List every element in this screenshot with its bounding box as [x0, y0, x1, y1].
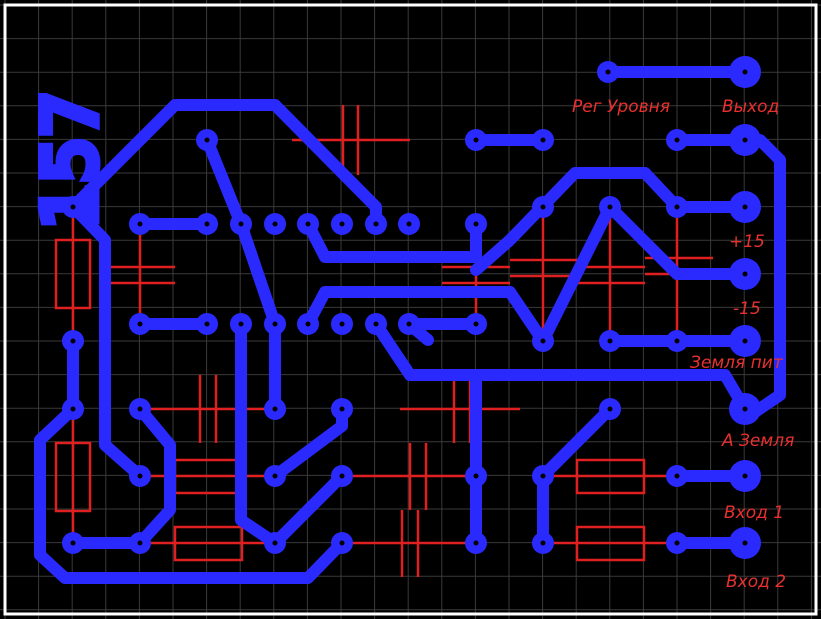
pad-hole: [540, 204, 546, 210]
pad-hole: [272, 540, 278, 546]
pad-hole: [204, 321, 210, 327]
pad-hole: [473, 221, 479, 227]
pad-hole: [137, 321, 143, 327]
pad-hole: [742, 271, 748, 277]
pad-hole: [742, 540, 748, 546]
pad-hole: [339, 321, 345, 327]
pad-hole: [137, 221, 143, 227]
pad-hole: [339, 473, 345, 479]
pad-hole: [540, 540, 546, 546]
pad-hole: [742, 204, 748, 210]
pad-hole: [373, 321, 379, 327]
label-input1: Вход 1: [724, 503, 784, 523]
pad-hole: [305, 221, 311, 227]
pad-hole: [373, 221, 379, 227]
pad-hole: [406, 321, 412, 327]
label-minus15: -15: [733, 299, 761, 319]
pad-hole: [540, 137, 546, 143]
pad-hole: [238, 321, 244, 327]
pad-hole: [70, 204, 76, 210]
pad-hole: [473, 137, 479, 143]
pad-hole: [238, 221, 244, 227]
pad-hole: [674, 540, 680, 546]
label-a-ground: А Земля: [721, 431, 794, 451]
pad-hole: [742, 137, 748, 143]
pad-hole: [607, 406, 613, 412]
pad-hole: [272, 321, 278, 327]
label-input2: Вход 2: [726, 572, 786, 592]
pad-hole: [339, 221, 345, 227]
labels: Рег Уровня Выход +15 -15 Земля пит А Зем…: [572, 97, 794, 592]
pad-hole: [204, 137, 210, 143]
pad-hole: [674, 137, 680, 143]
pad-hole: [742, 406, 748, 412]
pad-hole: [70, 338, 76, 344]
pad-hole: [406, 221, 412, 227]
pad-hole: [204, 221, 210, 227]
pad-hole: [607, 338, 613, 344]
pad-hole: [742, 338, 748, 344]
pad-hole: [137, 473, 143, 479]
pad-hole: [272, 406, 278, 412]
label-plus15: +15: [729, 232, 765, 252]
pad-hole: [742, 473, 748, 479]
pad-hole: [305, 321, 311, 327]
pad-hole: [137, 406, 143, 412]
pad-hole: [607, 204, 613, 210]
pad-hole: [473, 473, 479, 479]
pad-hole: [339, 406, 345, 412]
pad-hole: [70, 406, 76, 412]
pad-hole: [339, 540, 345, 546]
label-output: Выход: [722, 97, 779, 117]
pads: [62, 56, 761, 559]
pad-hole: [70, 540, 76, 546]
board-outline: [3, 3, 818, 616]
pad-hole: [742, 69, 748, 75]
pad-hole: [674, 338, 680, 344]
pad-hole: [272, 221, 278, 227]
label-reg-level: Рег Уровня: [572, 97, 670, 117]
pad-hole: [137, 540, 143, 546]
pad-hole: [605, 69, 611, 75]
pad-hole: [674, 473, 680, 479]
pad-hole: [674, 204, 680, 210]
label-power-ground: Земля пит: [690, 353, 784, 373]
pad-hole: [473, 540, 479, 546]
pad-hole: [272, 473, 278, 479]
pad-hole: [540, 473, 546, 479]
pad-hole: [540, 338, 546, 344]
pad-hole: [473, 321, 479, 327]
